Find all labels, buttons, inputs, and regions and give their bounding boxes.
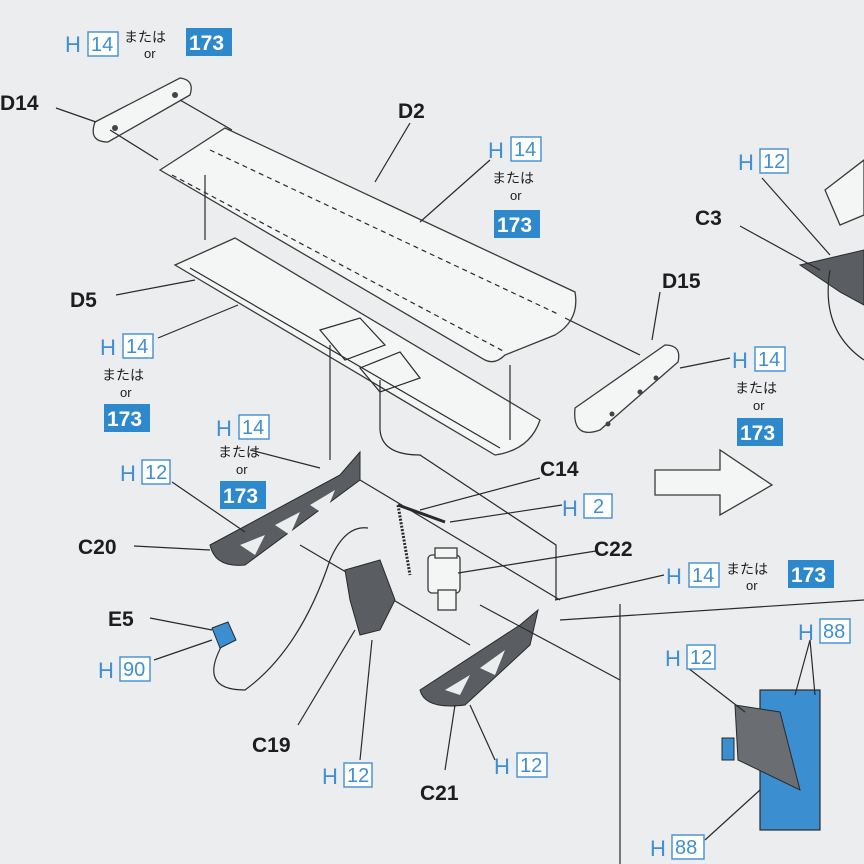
paint-callout-h2: H 2 xyxy=(562,493,613,521)
svg-text:14: 14 xyxy=(242,417,264,439)
svg-text:または: または xyxy=(124,30,166,46)
svg-text:or: or xyxy=(746,578,758,593)
svg-text:2: 2 xyxy=(593,496,604,518)
svg-text:or: or xyxy=(144,46,156,61)
bracket-c21 xyxy=(419,608,539,707)
svg-text:H: H xyxy=(100,335,116,360)
svg-text:H: H xyxy=(120,461,136,486)
label-c20: C20 xyxy=(78,536,117,559)
svg-text:H: H xyxy=(488,138,504,163)
svg-text:173: 173 xyxy=(107,408,142,431)
label-c19: C19 xyxy=(252,734,291,757)
svg-text:H: H xyxy=(732,348,748,373)
paint-callout-h12-c3: H 12 xyxy=(738,148,789,175)
rod-c14 xyxy=(396,504,412,576)
svg-text:12: 12 xyxy=(690,647,712,669)
svg-text:or: or xyxy=(510,188,522,203)
svg-text:または: または xyxy=(218,445,260,461)
svg-text:14: 14 xyxy=(126,336,148,358)
svg-text:14: 14 xyxy=(692,565,714,587)
bracket-c20 xyxy=(209,450,361,566)
paint-callout-h14-top: H 14 または or 173 xyxy=(65,28,232,61)
paint-callout-h88-bottom: H 88 xyxy=(650,834,705,861)
label-c3: C3 xyxy=(695,207,722,230)
svg-text:90: 90 xyxy=(123,659,145,681)
paint-callout-h14-d2: H 14 または or 173 xyxy=(488,136,542,238)
wing-lower-d5 xyxy=(173,237,541,456)
svg-text:または: または xyxy=(492,171,534,187)
label-c22: C22 xyxy=(594,538,633,561)
svg-text:173: 173 xyxy=(791,564,826,587)
svg-text:14: 14 xyxy=(91,34,113,56)
paint-callout-h12-c21: H 12 xyxy=(494,752,548,779)
svg-text:H: H xyxy=(322,764,338,789)
mechanism-c22 xyxy=(427,547,461,611)
svg-text:173: 173 xyxy=(497,214,532,237)
part-e5 xyxy=(211,621,237,649)
svg-text:または: または xyxy=(726,562,768,578)
paint-callout-h90: H 90 xyxy=(98,656,151,683)
bracket-c3 xyxy=(798,159,864,361)
paint-callout-h14-d15: H 14 または or 173 xyxy=(732,346,786,446)
svg-text:88: 88 xyxy=(675,837,697,859)
paint-callout-h12-c19: H 12 xyxy=(322,762,373,789)
label-d14: D14 xyxy=(0,92,39,115)
label-c21: C21 xyxy=(420,782,459,805)
svg-text:or: or xyxy=(236,462,248,477)
svg-text:12: 12 xyxy=(520,755,542,777)
paint-callout-h14-c22: H 14 または or 173 xyxy=(666,560,834,593)
svg-text:H: H xyxy=(665,646,681,671)
svg-text:H: H xyxy=(666,564,682,589)
svg-text:H: H xyxy=(798,620,814,645)
detail-inset xyxy=(479,599,864,864)
svg-text:H: H xyxy=(562,496,578,521)
end-plate-d14 xyxy=(92,77,192,143)
svg-text:H: H xyxy=(65,32,81,57)
svg-text:H: H xyxy=(98,658,114,683)
end-plate-d15 xyxy=(574,344,680,434)
svg-text:または: または xyxy=(735,381,777,397)
paint-callout-h14-d5: H 14 または or 173 xyxy=(100,333,154,432)
wing-upper-d2 xyxy=(158,127,577,363)
label-c14: C14 xyxy=(540,458,579,481)
label-d15: D15 xyxy=(662,270,701,293)
svg-text:H: H xyxy=(738,150,754,175)
svg-text:173: 173 xyxy=(740,422,775,445)
svg-text:14: 14 xyxy=(514,139,536,161)
svg-text:or: or xyxy=(120,385,132,400)
paint-callout-h88-top: H 88 xyxy=(798,618,851,645)
label-e5: E5 xyxy=(108,608,134,631)
svg-text:H: H xyxy=(216,416,232,441)
leader-lines xyxy=(55,107,831,841)
svg-text:または: または xyxy=(102,368,144,384)
paint-callout-h12-c20: H 12 xyxy=(120,459,171,486)
label-d2: D2 xyxy=(398,100,425,123)
svg-text:12: 12 xyxy=(347,765,369,787)
svg-text:173: 173 xyxy=(189,32,224,55)
svg-text:H: H xyxy=(494,754,510,779)
upright-c19 xyxy=(344,559,396,636)
paint-callout-h14-bracket: H 14 または or 173 xyxy=(216,414,270,509)
svg-text:173: 173 xyxy=(223,485,258,508)
svg-text:H: H xyxy=(650,836,666,861)
label-d5: D5 xyxy=(70,289,97,312)
svg-text:12: 12 xyxy=(145,462,167,484)
svg-text:12: 12 xyxy=(763,151,785,173)
assembly-arrows xyxy=(109,99,641,691)
paint-callout-h12-inset: H 12 xyxy=(665,644,716,671)
strut-h2 xyxy=(397,503,446,524)
direction-arrow xyxy=(654,448,774,517)
svg-text:or: or xyxy=(753,398,765,413)
svg-text:14: 14 xyxy=(758,349,780,371)
svg-text:88: 88 xyxy=(823,621,845,643)
